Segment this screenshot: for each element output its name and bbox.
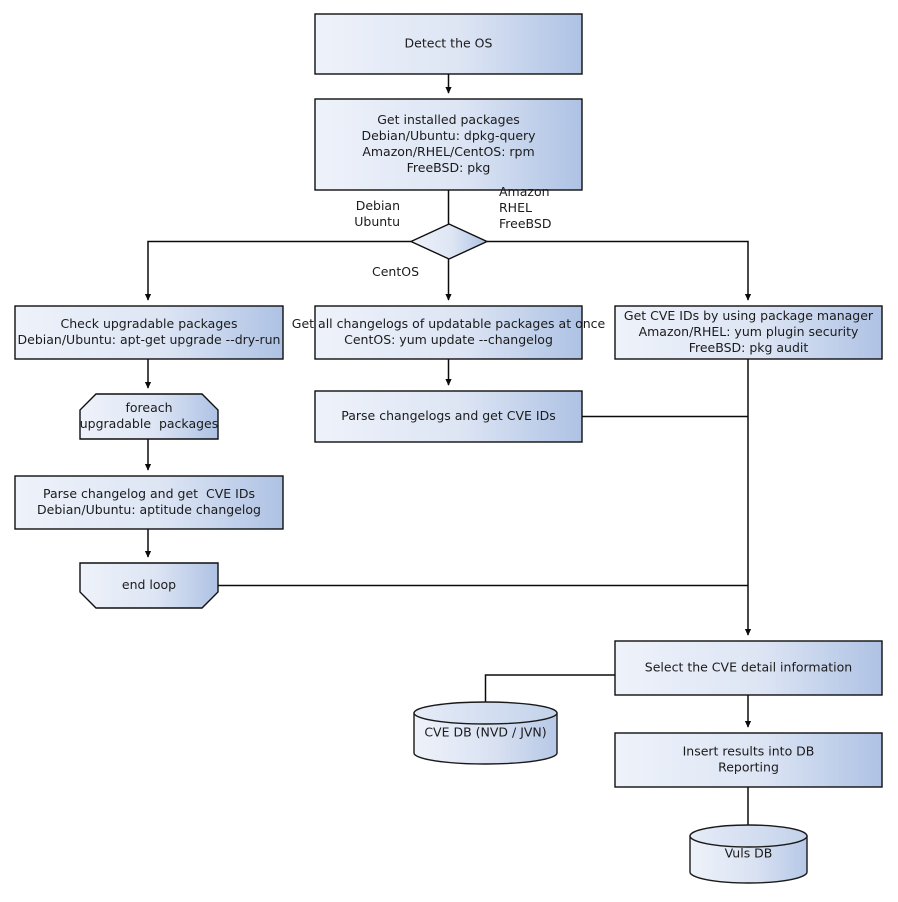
edge-decision-to-pkgmgr — [487, 240, 752, 301]
get-all-changelogs-box — [314, 305, 583, 360]
edge-cvedb-to-select — [484, 674, 615, 702]
node-check-upgradable-packages[interactable]: Check upgradable packagesDebian/Ubuntu: … — [14, 305, 284, 360]
insert-results-box — [614, 732, 883, 788]
get-cve-ids-pkgmgr-box — [614, 305, 883, 360]
node-parse-changelogs-centos[interactable]: Parse changelogs and get CVE IDs — [314, 390, 583, 443]
get-installed-packages-box — [314, 98, 583, 191]
foreach-upgradable-label: upgradable packages — [80, 416, 219, 431]
node-select-cve-detail[interactable]: Select the CVE detail information — [614, 640, 883, 696]
check-upgradable-packages-box — [14, 305, 284, 360]
node-vuls-db[interactable]: Vuls DB — [689, 824, 808, 884]
parse-changelog-debian-box — [14, 475, 284, 530]
vuls-db-cylinder-body — [689, 835, 808, 884]
check-upgradable-packages-label: Debian/Ubuntu: apt-get upgrade --dry-run — [18, 332, 281, 347]
parse-changelog-debian-label: Parse changelog and get CVE IDs — [43, 486, 255, 501]
check-upgradable-packages-label: Check upgradable packages — [61, 316, 238, 331]
get-cve-ids-pkgmgr-label: FreeBSD: pkg audit — [689, 340, 809, 355]
cve-db-cylinder-top — [413, 701, 558, 725]
label-amazon-rhel-freebsd: FreeBSD — [499, 216, 551, 231]
insert-results-label: Reporting — [718, 760, 779, 775]
label-centos: CentOS — [372, 264, 419, 279]
get-cve-ids-pkgmgr-label: Get CVE IDs by using package manager — [624, 308, 874, 323]
foreach-upgradable-label: foreach — [125, 400, 172, 415]
insert-results-label: Insert results into DB — [683, 744, 815, 759]
label-amazon-rhel-freebsd: RHEL — [499, 200, 532, 215]
foreach-upgradable-shape — [79, 393, 219, 440]
vuls-db-label: Vuls DB — [725, 846, 773, 861]
cve-db-label: CVE DB (NVD / JVN) — [424, 725, 546, 740]
detect-os-label: Detect the OS — [405, 36, 493, 51]
get-installed-packages-label: Get installed packages — [377, 112, 520, 127]
connector-group — [144, 74, 752, 825]
end-loop-shape — [79, 562, 219, 609]
get-all-changelogs-label: CentOS: yum update --changelog — [344, 332, 553, 347]
select-cve-detail-label: Select the CVE detail information — [645, 660, 852, 675]
edge-decision-to-check-upgradable — [144, 240, 411, 301]
get-installed-packages-label: Debian/Ubuntu: dpkg-query — [361, 128, 536, 143]
label-debian-ubuntu: Debian — [356, 198, 400, 213]
os-decision-diamond — [409, 223, 489, 260]
node-get-all-changelogs[interactable]: Get all changelogs of updatable packages… — [292, 305, 606, 360]
node-get-cve-ids-pkgmgr[interactable]: Get CVE IDs by using package managerAmaz… — [614, 305, 883, 360]
select-cve-detail-box — [614, 640, 883, 696]
detect-os-box — [314, 13, 583, 75]
vuls-db-cylinder-top — [689, 824, 808, 848]
end-loop-label: end loop — [122, 577, 176, 592]
node-end-loop[interactable]: end loop — [79, 562, 219, 609]
label-debian-ubuntu: Ubuntu — [354, 214, 400, 229]
get-cve-ids-pkgmgr-label: Amazon/RHEL: yum plugin security — [639, 324, 859, 339]
cve-db-cylinder-body — [413, 712, 558, 765]
node-cve-db[interactable]: CVE DB (NVD / JVN) — [413, 701, 558, 765]
node-parse-changelog-debian[interactable]: Parse changelog and get CVE IDsDebian/Ub… — [14, 475, 284, 530]
parse-changelog-debian-label: Debian/Ubuntu: aptitude changelog — [37, 502, 261, 517]
parse-changelogs-centos-box — [314, 390, 583, 443]
label-amazon-rhel-freebsd: Amazon — [499, 184, 550, 199]
node-os-decision[interactable] — [409, 223, 489, 260]
get-all-changelogs-label: Get all changelogs of updatable packages… — [292, 316, 606, 331]
get-installed-packages-label: FreeBSD: pkg — [407, 160, 491, 175]
get-installed-packages-label: Amazon/RHEL/CentOS: rpm — [362, 144, 534, 159]
parse-changelogs-centos-label: Parse changelogs and get CVE IDs — [341, 408, 555, 423]
node-detect-os[interactable]: Detect the OS — [314, 13, 583, 75]
